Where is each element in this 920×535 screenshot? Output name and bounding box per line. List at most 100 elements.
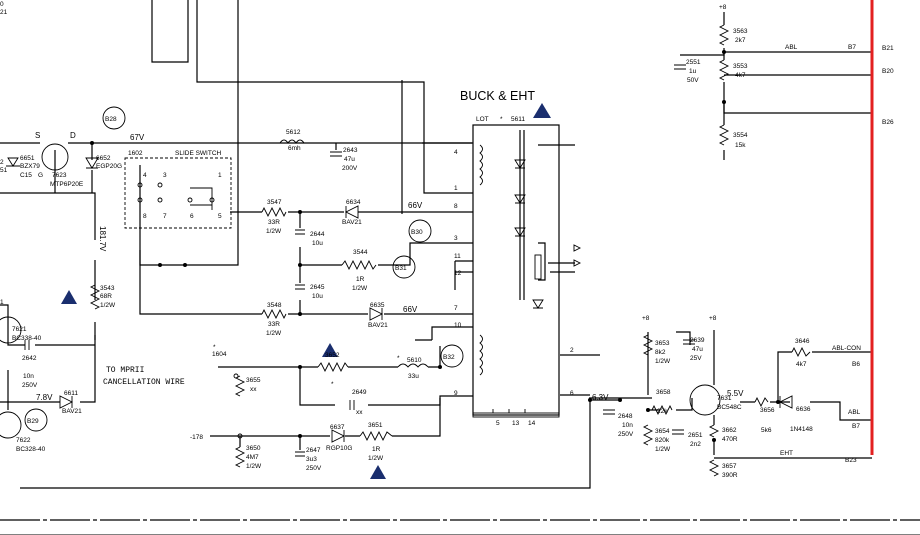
lot-ref: 5611 (511, 116, 525, 123)
lot-pin: 8 (454, 203, 458, 210)
pin-label: S (35, 131, 40, 140)
component-label: 10u (312, 293, 323, 300)
voltage-label: +8 (719, 4, 727, 11)
switch-pin: 8 (143, 213, 147, 220)
switch-pin: 3 (163, 172, 167, 179)
component-label: 1R (372, 446, 381, 453)
component-label: BAV21 (368, 322, 388, 329)
signal-label: B7 (852, 423, 860, 430)
node-b30: B30 (411, 229, 423, 236)
node-markers[interactable]: B28 B29 B30 B31 B32 (24, 106, 464, 432)
component-label: 2647 (306, 447, 321, 454)
voltage-label: 7.8V (36, 393, 53, 402)
component-label: 33R (268, 219, 280, 226)
component-label: xx (356, 409, 363, 416)
mpr-label: TO MPRII (106, 366, 144, 375)
component-label: 200V (342, 165, 358, 172)
lot-pin: 12 (454, 270, 462, 277)
component-label: 1N4148 (790, 426, 813, 433)
component-label: BC338-40 (12, 335, 42, 342)
component-label: 2n2 (690, 441, 701, 448)
component-label: 7621 (12, 326, 27, 333)
voltage-label: +8 (709, 315, 717, 322)
text-labels: BUCK & EHT 67V 66V 66V 181.7V 7.8V 6.3V … (0, 1, 894, 479)
node-b31: B31 (395, 265, 407, 272)
component-label: 7623 (52, 172, 67, 179)
component-label: 3548 (267, 302, 282, 309)
switch-label: SLIDE SWITCH (175, 150, 222, 157)
component-label: 3654 (655, 428, 670, 435)
component-label: 15k (735, 142, 746, 149)
component-label: 10n (23, 373, 34, 380)
component-label: 33u (408, 373, 419, 380)
voltage-label: 6.3V (592, 393, 609, 402)
component-label: 1/2W (100, 302, 116, 309)
component-label: EGP20G (96, 163, 122, 170)
component-label: 2645 (310, 284, 325, 291)
node-b29: B29 (27, 418, 39, 425)
component-label: 25V (690, 355, 702, 362)
signal-label: B21 (882, 45, 894, 52)
junction-dots (90, 50, 780, 442)
lot-transformer: LOT * 5611 4 1 8 3 11 12 7 10 9 2 6 5 13… (454, 116, 574, 427)
component-label: 3652 (325, 352, 340, 359)
component-label: 47u (344, 156, 355, 163)
component-label: 3662 (722, 427, 737, 434)
component-label: 3650 (246, 445, 261, 452)
pin-label: D (70, 131, 76, 140)
partial-label: 1 (0, 299, 4, 306)
component-label: 47u (692, 346, 703, 353)
component-label: 2644 (310, 231, 325, 238)
bottom-border (0, 519, 920, 535)
diagram-title: BUCK & EHT (460, 89, 535, 103)
signal-label: ABL-CON (832, 345, 861, 352)
signal-label: B6 (852, 361, 860, 368)
lot-pin: 14 (528, 420, 536, 427)
switch-pin: 7 (163, 213, 167, 220)
component-label: 250V (306, 465, 322, 472)
component-label: 1/2W (655, 358, 671, 365)
lot-pin: 9 (454, 390, 458, 397)
lot-pin: 4 (454, 149, 458, 156)
voltage-label: 5.5V (727, 389, 744, 398)
component-label: 6651 (20, 155, 35, 162)
lot-pin: 7 (454, 305, 458, 312)
component-label: 1R (356, 276, 365, 283)
component-label: xx (250, 386, 257, 393)
component-label: 820k (655, 437, 670, 444)
component-label: 1/2W (352, 285, 368, 292)
component-label: 7631 (717, 395, 732, 402)
wiring (0, 0, 872, 489)
component-label: 50V (687, 77, 699, 84)
component-label: C15 (20, 172, 32, 179)
component-label: 68R (100, 293, 112, 300)
component-label: 470R (722, 436, 738, 443)
component-label: 1/2W (266, 228, 282, 235)
lot-pin: 11 (454, 253, 461, 260)
component-label: 6636 (796, 406, 811, 413)
voltage-label: 66V (403, 305, 418, 314)
component-label: RGP10G (326, 445, 352, 452)
component-label: 1u (689, 68, 697, 75)
component-label: 33R (268, 321, 280, 328)
component-label: 5610 (407, 357, 422, 364)
component-label: BZX79 (20, 163, 40, 170)
warning-icon (370, 465, 386, 479)
component-label: 3547 (267, 199, 282, 206)
voltage-label: +8 (642, 315, 650, 322)
component-label: BC328-40 (16, 446, 46, 453)
component-label: 1/2W (266, 330, 282, 337)
component-label: 2k7 (735, 37, 746, 44)
lot-pin: 10 (454, 322, 462, 329)
lot-pin: 5 (496, 420, 500, 427)
slide-switch[interactable]: 1602 SLIDE SWITCH 4 3 1 8 7 6 5 (124, 150, 232, 229)
component-label: 3543 (100, 285, 115, 292)
signal-label: B20 (882, 68, 894, 75)
partial-label: 2 (0, 159, 4, 166)
component-label: MTP6P20E (50, 181, 84, 188)
component-label: 3554 (733, 132, 748, 139)
component-symbols (0, 24, 811, 477)
component-label: 2639 (690, 337, 705, 344)
partial-label: 51 (0, 167, 8, 174)
